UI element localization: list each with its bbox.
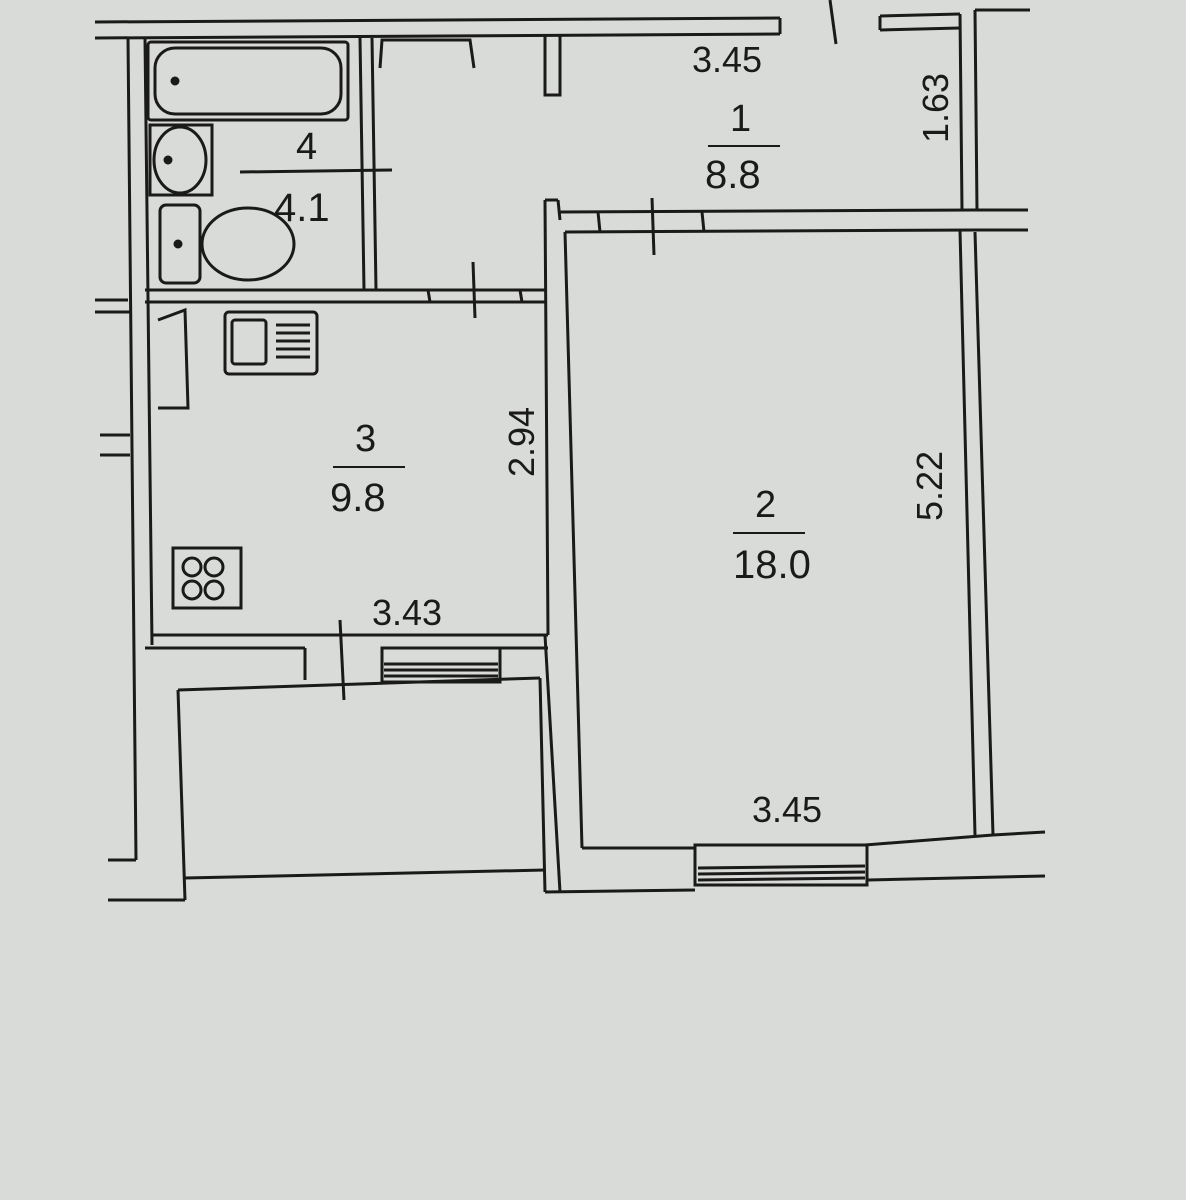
room3-depth-label: 2.94 xyxy=(501,406,542,478)
room3-number: 3 xyxy=(355,418,377,460)
room2-number: 2 xyxy=(755,484,777,526)
stove-icon xyxy=(171,546,243,610)
room4-area: 4.1 xyxy=(274,186,330,230)
room2-width-label: 3.45 xyxy=(752,789,823,830)
room2-window xyxy=(693,843,869,887)
kitchen-sink-icon xyxy=(223,310,319,376)
room2-depth-label: 5.22 xyxy=(909,450,950,522)
room1-number: 1 xyxy=(730,98,752,140)
kitchen-bottom-wall xyxy=(145,619,548,701)
room2-fraction-line xyxy=(733,532,805,534)
room1-width-label: 3.45 xyxy=(692,39,763,80)
room1-area: 8.8 xyxy=(705,153,761,197)
exterior-top-wall xyxy=(94,0,1030,45)
room4-number: 4 xyxy=(296,126,318,168)
room3-fraction-line xyxy=(333,466,405,468)
exterior-left-wall xyxy=(95,37,185,902)
room1-fraction-tick xyxy=(239,168,393,174)
room1-right-wall xyxy=(958,9,1028,232)
toilet-icon xyxy=(158,203,296,285)
balcony xyxy=(176,676,547,901)
bathroom-walls xyxy=(145,37,545,319)
kitchen-window xyxy=(380,646,502,684)
room1-depth-label: 1.63 xyxy=(915,72,956,144)
room3-area: 9.8 xyxy=(330,476,386,520)
bathtub-icon xyxy=(146,40,350,122)
room1-room2-partition xyxy=(543,197,976,636)
washbasin-icon xyxy=(148,123,214,197)
room2-area: 18.0 xyxy=(733,543,811,587)
kitchen-cabinet xyxy=(157,307,190,410)
room3-width-label: 3.43 xyxy=(372,592,443,633)
hallway-niche xyxy=(378,35,562,97)
room1-fraction-line xyxy=(708,145,780,147)
room2-walls xyxy=(543,229,1046,894)
